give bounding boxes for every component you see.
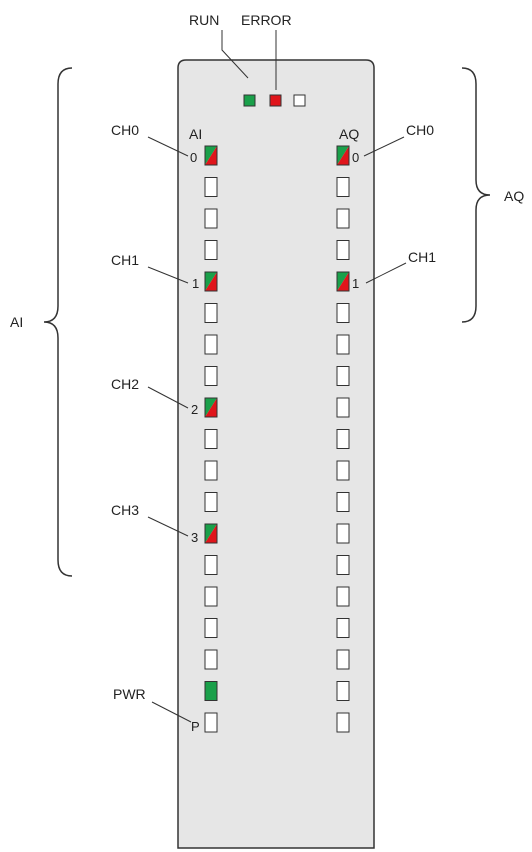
ai-led-0 (204, 145, 218, 166)
ai-led-5 (204, 303, 218, 323)
aq-led-1 (336, 177, 350, 197)
aq-led-10 (336, 460, 350, 481)
aq-led-4-outline (336, 271, 350, 292)
aq-led-7 (336, 366, 350, 386)
pwr-callout: PWR (113, 686, 146, 702)
aq-led-15 (336, 618, 350, 638)
aq-led-12 (336, 523, 350, 544)
ai-bracket-label: AI (10, 314, 24, 330)
aq-led-18 (336, 712, 350, 733)
aq-column-header: AQ (339, 126, 360, 142)
ai-led-17 (204, 681, 218, 701)
ai-led-12-outline (204, 523, 218, 544)
aq-ch1-callout: CH1 (408, 249, 437, 265)
ai-ch1-callout: CH1 (111, 252, 140, 268)
ai-led-12-red-half (205, 524, 217, 543)
aq-channel-number-0: 0 (352, 150, 360, 165)
aq-led-3 (336, 240, 350, 260)
ai-channel-number-3: 3 (191, 530, 199, 545)
ai-ch2-callout: CH2 (111, 376, 140, 392)
aq-led-0-outline (336, 145, 350, 166)
ai-led-10 (204, 460, 218, 481)
aq-led-16 (336, 649, 350, 670)
ai-ch2-leader-line (147, 386, 189, 409)
ai-bracket (43, 67, 73, 577)
ai-led-4-outline (204, 271, 218, 292)
ai-ch1-leader-line (147, 266, 189, 284)
ai-led-8 (204, 397, 218, 418)
ai-channel-number-0: 0 (190, 150, 198, 165)
ai-channel-number-1: 1 (192, 276, 200, 291)
aq-led-8 (336, 397, 350, 418)
status3-led (293, 94, 306, 107)
ai-led-0-red-half (205, 146, 217, 165)
pwr-led-label: P (191, 719, 200, 734)
ai-led-15 (204, 618, 218, 638)
ai-led-8-red-half (205, 398, 217, 417)
ai-led-9 (204, 429, 218, 449)
ai-channel-number-2: 2 (191, 402, 199, 417)
aq-led-13 (336, 555, 350, 575)
ai-led-0-outline (204, 145, 218, 166)
aq-led-11 (336, 492, 350, 512)
ai-led-7 (204, 366, 218, 386)
aq-led-4 (336, 271, 350, 292)
aq-ch0-callout: CH0 (406, 122, 435, 138)
ai-led-14 (204, 586, 218, 607)
error-label: ERROR (241, 12, 292, 28)
ai-led-4-red-half (205, 272, 217, 291)
aq-ch1-leader-line (365, 262, 407, 284)
ai-ch3-leader-line (147, 516, 189, 537)
ai-led-12 (204, 523, 218, 544)
ai-led-18 (204, 712, 218, 733)
aq-led-0-red-half (337, 146, 349, 165)
aq-led-0 (336, 145, 350, 166)
ai-led-16 (204, 649, 218, 670)
aq-led-2 (336, 208, 350, 229)
ai-led-2 (204, 208, 218, 229)
aq-led-9 (336, 429, 350, 449)
ai-column-header: AI (189, 126, 203, 142)
run-label: RUN (189, 12, 220, 28)
aq-led-column (336, 145, 350, 733)
ai-led-11 (204, 492, 218, 512)
ai-led-column (204, 145, 218, 733)
aq-led-5 (336, 303, 350, 323)
ai-led-3 (204, 240, 218, 260)
ai-ch3-callout: CH3 (111, 502, 140, 518)
ai-ch0-leader-line (147, 136, 189, 157)
ai-led-6 (204, 334, 218, 355)
ai-led-4 (204, 271, 218, 292)
aq-ch0-leader-line (363, 136, 405, 157)
ai-led-8-outline (204, 397, 218, 418)
aq-led-17 (336, 681, 350, 701)
ai-led-1 (204, 177, 218, 197)
run-leader-line (221, 30, 249, 79)
run-led (243, 94, 256, 107)
aq-led-4-red-half (337, 272, 349, 291)
ai-ch0-callout: CH0 (111, 122, 140, 138)
aq-bracket (461, 67, 491, 323)
aq-channel-number-1: 1 (352, 276, 360, 291)
module-panel (177, 59, 375, 849)
error-led (269, 94, 282, 107)
pwr-leader-line (151, 701, 192, 723)
aq-led-14 (336, 586, 350, 607)
ai-led-13 (204, 555, 218, 575)
aq-bracket-label: AQ (504, 188, 525, 204)
aq-led-6 (336, 334, 350, 355)
